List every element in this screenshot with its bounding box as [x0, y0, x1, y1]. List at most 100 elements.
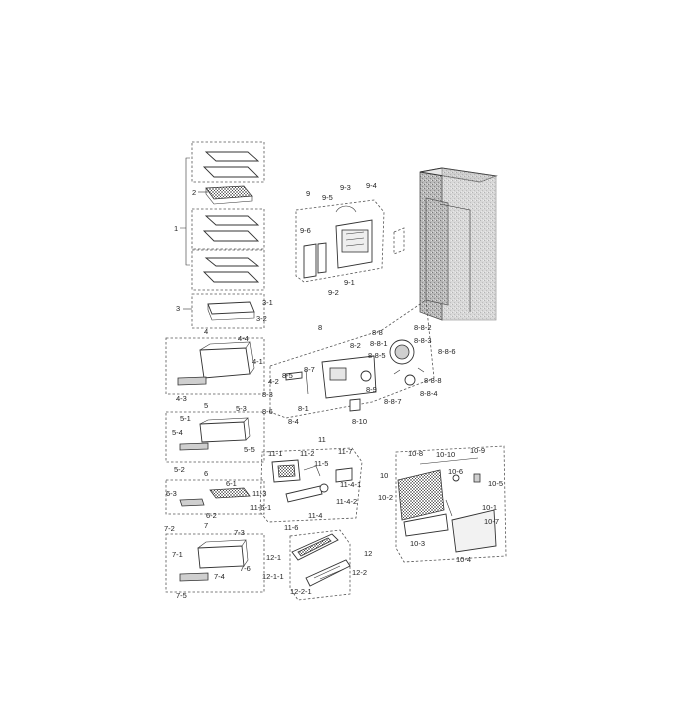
label-5-1: 5-1	[180, 414, 191, 423]
label-11-2: 11-2	[300, 449, 314, 458]
label-12-2-1: 12-2-1	[290, 587, 312, 596]
label-8-8-8: 8-8-8	[424, 376, 442, 385]
label-7-2: 7-2	[164, 524, 175, 533]
label-9-5: 9-5	[322, 193, 333, 202]
label-8-3: 8-3	[262, 390, 273, 399]
label-9: 9	[306, 189, 310, 198]
label-5-5: 5-5	[244, 445, 255, 454]
label-10-10: 10-10	[436, 450, 455, 459]
label-8-4: 8-4	[288, 417, 299, 426]
label-10-9: 10-9	[470, 446, 485, 455]
tray-6	[179, 487, 251, 507]
label-11-5: 11-5	[314, 459, 328, 468]
label-11: 11	[318, 435, 326, 444]
label-1: 1	[174, 224, 178, 233]
label-7-5: 7-5	[176, 591, 187, 600]
label-11-3: 11-3	[252, 489, 266, 498]
label-12-1-1: 12-1-1	[262, 572, 284, 581]
label-11-6: 11-6	[284, 523, 298, 532]
label-10-6: 10-6	[448, 467, 463, 476]
label-9-6: 9-6	[300, 226, 311, 235]
label-8: 8	[318, 323, 322, 332]
glass-shelf-1	[202, 151, 260, 283]
label-8-5: 8-5	[282, 371, 293, 380]
label-11-7: 11-7	[338, 447, 352, 456]
label-12-2: 12-2	[352, 568, 367, 577]
label-5-2: 5-2	[174, 465, 185, 474]
label-11-4-1: 11-4-1	[340, 480, 361, 489]
label-7-4: 7-4	[214, 572, 225, 581]
label-11-4: 11-4	[308, 511, 322, 520]
slide-tray	[207, 301, 255, 321]
group-6-box	[165, 479, 265, 515]
label-6-3: 6-3	[166, 489, 177, 498]
label-6-1: 6-1	[226, 479, 237, 488]
shelf-box-top	[191, 141, 265, 183]
label-12-1: 12-1	[266, 553, 281, 562]
group-5-box	[165, 411, 265, 463]
label-8-8: 8-8	[372, 328, 383, 337]
group-4-box	[165, 337, 265, 395]
label-3: 3	[176, 304, 180, 313]
label-10-7: 10-7	[484, 517, 499, 526]
label-4-1: 4-1	[252, 357, 263, 366]
label-5-3: 5-3	[236, 404, 247, 413]
label-8-1: 8-1	[298, 404, 309, 413]
label-6-2: 6-2	[206, 511, 217, 520]
label-12: 12	[364, 549, 372, 558]
label-8-8-3: 8-8-3	[414, 336, 432, 345]
label-1-bracket	[180, 157, 190, 266]
label-10: 10	[380, 471, 388, 480]
label-9-4: 9-4	[366, 181, 377, 190]
label-8-8-2: 8-8-2	[414, 323, 432, 332]
label-8-7: 8-7	[304, 365, 315, 374]
label-7: 7	[204, 521, 208, 530]
label-6: 6	[204, 469, 208, 478]
label-10-5: 10-5	[488, 479, 503, 488]
refrigerator-cabinet	[419, 167, 498, 321]
label-4-2: 4-2	[268, 377, 279, 386]
label-3-2: 3-2	[256, 314, 267, 323]
label-5: 5	[204, 401, 208, 410]
label-4-4: 4-4	[238, 334, 249, 343]
group-10-box	[395, 445, 507, 563]
label-7-3: 7-3	[234, 528, 245, 537]
label-7-6: 7-6	[240, 564, 251, 573]
fan-sensor-assembly	[271, 459, 353, 503]
label-8-8-1: 8-8-1	[370, 339, 388, 348]
fridge-callout-bracket	[393, 227, 405, 255]
drawer-5	[179, 417, 251, 451]
ice-maker-motor-assembly	[389, 339, 425, 386]
label-5-4: 5-4	[172, 428, 183, 437]
label-8-2: 8-2	[350, 341, 361, 350]
control-housing	[285, 355, 377, 412]
label-8-9: 8-9	[366, 385, 377, 394]
label-7-1: 7-1	[172, 550, 183, 559]
label-9-1: 9-1	[344, 278, 355, 287]
group-8-box	[269, 299, 435, 419]
label-8-6: 8-6	[262, 407, 273, 416]
label-8-8-6: 8-8-6	[438, 347, 456, 356]
label-10-4: 10-4	[456, 555, 471, 564]
label-11-1: 11-1	[268, 449, 282, 458]
label-8-8-5: 8-8-5	[368, 351, 386, 360]
evaporator-cover-assembly	[397, 457, 497, 553]
vent-cover-assembly	[291, 533, 351, 587]
group-3-box	[191, 293, 265, 329]
crisper-drawer	[177, 341, 255, 386]
group-9-box	[295, 199, 385, 283]
label-4: 4	[204, 327, 208, 336]
shelf-box-middle	[191, 208, 265, 250]
group-7-box	[165, 533, 265, 593]
label-11-4-2: 11-4-2	[336, 497, 357, 506]
label-10-1: 10-1	[482, 503, 497, 512]
label-9-3: 9-3	[340, 183, 351, 192]
label-10-8: 10-8	[408, 449, 423, 458]
label-8-10: 8-10	[352, 417, 367, 426]
group-11-box	[259, 447, 363, 523]
dispenser-panel	[303, 205, 373, 279]
group-12-box	[289, 529, 351, 601]
label-2: 2	[192, 188, 196, 197]
